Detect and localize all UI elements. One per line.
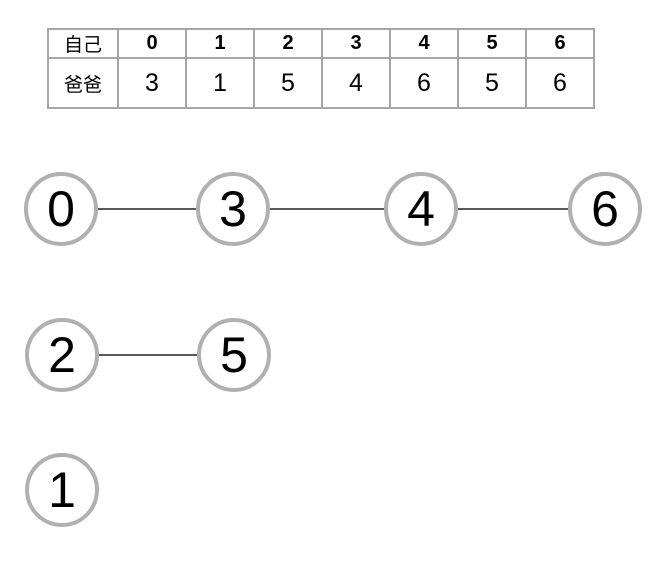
graph-node-2: 2 (25, 318, 99, 392)
edge-2-5 (99, 354, 197, 356)
self-cell-1: 1 (185, 28, 255, 59)
graph-node-4: 4 (384, 172, 458, 246)
self-cell-5: 5 (457, 28, 527, 59)
table-row-parent: 爸爸 3 1 5 4 6 5 6 (47, 57, 595, 109)
self-cell-0: 0 (117, 28, 187, 59)
row-label-self: 自己 (47, 28, 119, 59)
edge-4-6 (458, 208, 568, 210)
parent-pointer-table: 自己 0 1 2 3 4 5 6 爸爸 3 1 5 4 6 5 6 (47, 28, 595, 109)
self-cell-4: 4 (389, 28, 459, 59)
parent-cell-6: 6 (525, 57, 595, 109)
parent-cell-0: 3 (117, 57, 187, 109)
table-row-self: 自己 0 1 2 3 4 5 6 (47, 28, 595, 59)
graph-node-0: 0 (24, 172, 98, 246)
self-cell-3: 3 (321, 28, 391, 59)
self-cell-2: 2 (253, 28, 323, 59)
parent-cell-3: 4 (321, 57, 391, 109)
graph-node-5: 5 (197, 318, 271, 392)
edge-0-3 (98, 208, 196, 210)
edge-3-4 (270, 208, 384, 210)
parent-cell-5: 5 (457, 57, 527, 109)
parent-cell-2: 5 (253, 57, 323, 109)
graph-node-1: 1 (25, 453, 99, 527)
parent-cell-4: 6 (389, 57, 459, 109)
parent-cell-1: 1 (185, 57, 255, 109)
graph-node-3: 3 (196, 172, 270, 246)
self-cell-6: 6 (525, 28, 595, 59)
graph-node-6: 6 (568, 172, 642, 246)
row-label-parent: 爸爸 (47, 57, 119, 109)
